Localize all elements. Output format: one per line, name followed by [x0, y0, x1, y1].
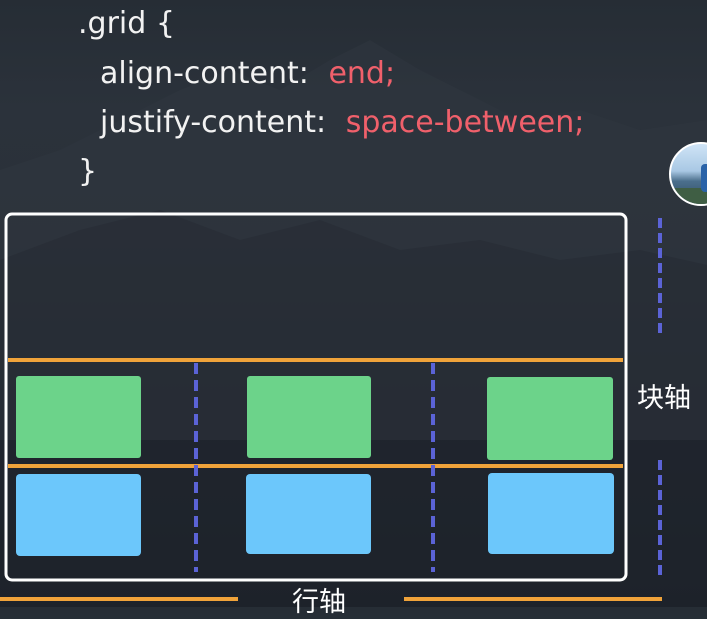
- grid-container: [4, 212, 628, 582]
- code-line-close-brace: }: [78, 146, 97, 198]
- code-line-justify-content: justify-content: space-between;: [100, 97, 584, 149]
- code-value-space-between: space-between;: [345, 105, 585, 140]
- inline-axis-label: 行轴: [292, 587, 346, 618]
- block-axis-label: 块轴: [637, 383, 691, 414]
- code-selector: .grid {: [78, 6, 175, 41]
- code-property-justify-content: justify-content:: [100, 105, 327, 140]
- avatar-person: [701, 164, 707, 192]
- grid-item-row1-col2: [247, 376, 371, 458]
- grid-item-row2-col3: [488, 473, 614, 554]
- code-value-end: end;: [328, 56, 396, 91]
- grid-item-row2-col2: [246, 474, 371, 554]
- avatar-ground: [671, 188, 707, 204]
- grid-item-row2-col1: [16, 474, 141, 556]
- code-line-selector: .grid {: [78, 0, 175, 50]
- code-line-align-content: align-content: end;: [100, 48, 395, 100]
- code-property-align-content: align-content:: [100, 56, 309, 91]
- grid-item-row1-col3: [487, 377, 613, 460]
- code-close-brace: }: [78, 154, 98, 189]
- grid-item-row1-col1: [16, 376, 141, 458]
